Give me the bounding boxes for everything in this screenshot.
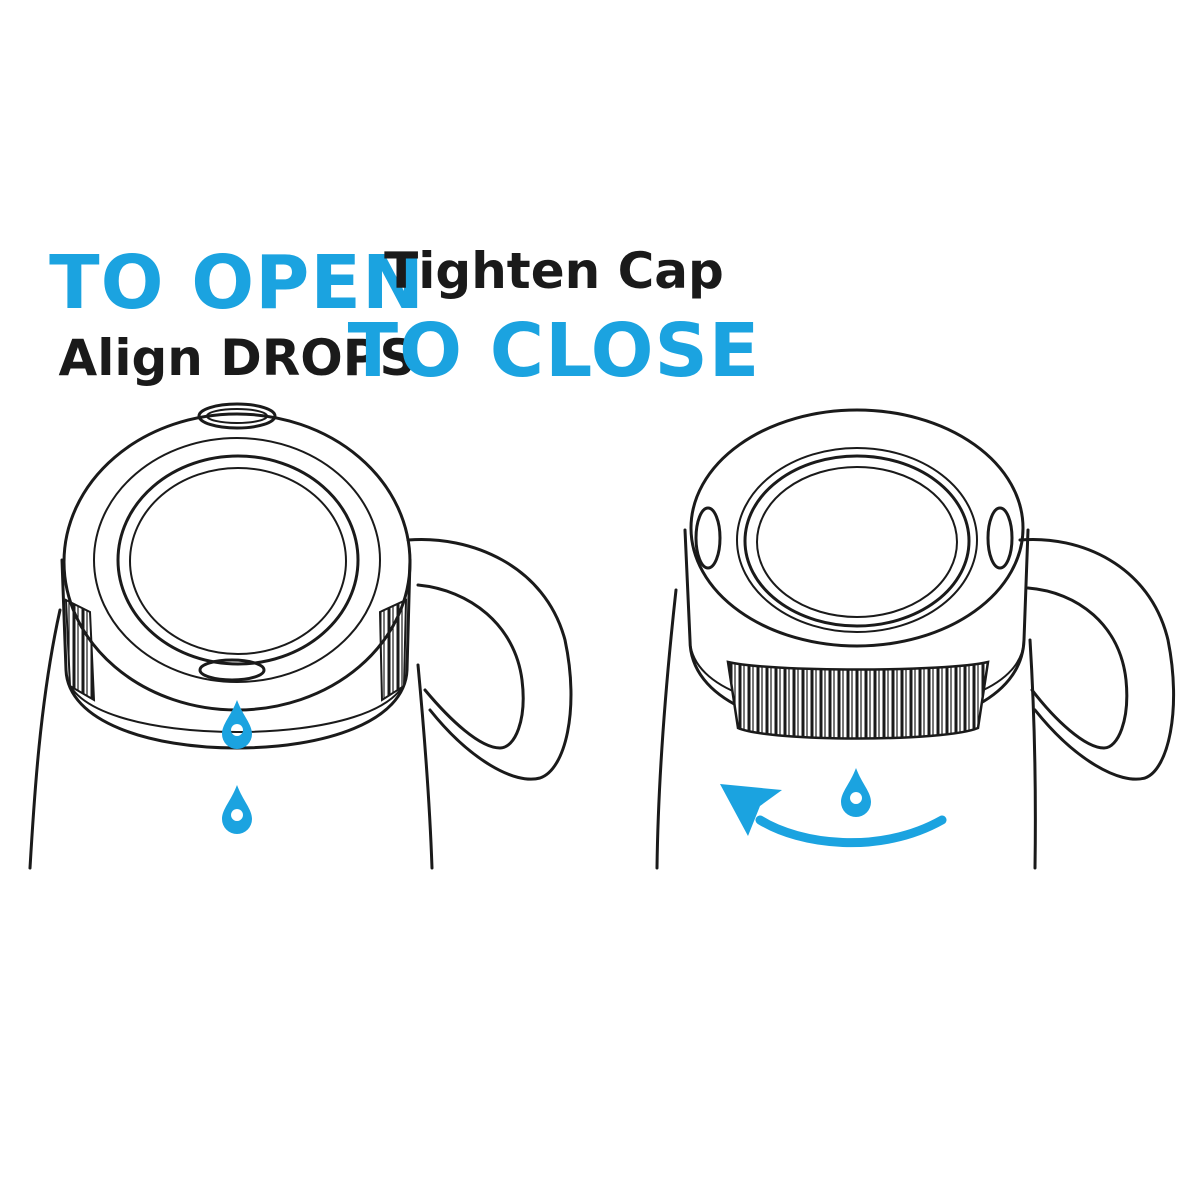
close-instruction-panel: [600, 0, 1200, 1200]
close-bottle-body-right: [1028, 638, 1037, 870]
open-bottle: [28, 402, 573, 870]
open-bottle-body-right: [416, 663, 434, 870]
open-spout-top-inner: [206, 408, 268, 424]
water-drop-icon: [841, 768, 871, 817]
open-cap-band: [65, 671, 408, 734]
close-title: TO CLOSE: [347, 308, 761, 394]
open-bottle-body-left: [28, 608, 62, 870]
open-handle-inner: [416, 583, 525, 750]
close-subtitle: Tighten Cap: [384, 242, 724, 300]
close-spout-right: [986, 506, 1014, 570]
open-subtitle: Align DROPS: [58, 329, 416, 387]
open-cap-lid-outer: [116, 454, 360, 666]
close-cap-lid-inner: [756, 466, 958, 618]
close-cap-top: [689, 408, 1025, 648]
water-drop-icon: [222, 700, 252, 749]
open-cap-lid-inner: [129, 467, 347, 655]
close-spout-left: [694, 506, 722, 570]
rotate-arrow-icon: [755, 815, 947, 848]
open-spout-front: [198, 658, 266, 682]
open-handle-outer: [406, 537, 573, 781]
close-cap-ring: [736, 447, 978, 633]
close-bottle-body-left: [655, 588, 678, 870]
open-instruction-panel: [0, 0, 600, 1200]
open-title: TO OPEN: [49, 240, 425, 326]
close-cap-lid-outer: [743, 454, 971, 628]
rotate-arrow-head: [720, 784, 782, 836]
close-handle-inner: [1026, 586, 1129, 750]
open-spout-top: [197, 402, 277, 430]
open-cap-grip-right: [378, 598, 408, 702]
water-drop-icon: [222, 785, 252, 834]
open-cap-ring: [93, 437, 381, 683]
close-bottle: [655, 408, 1176, 870]
open-cap-grip-left: [64, 598, 96, 702]
close-cap-grip: [726, 660, 990, 740]
close-handle-outer: [1018, 537, 1176, 781]
